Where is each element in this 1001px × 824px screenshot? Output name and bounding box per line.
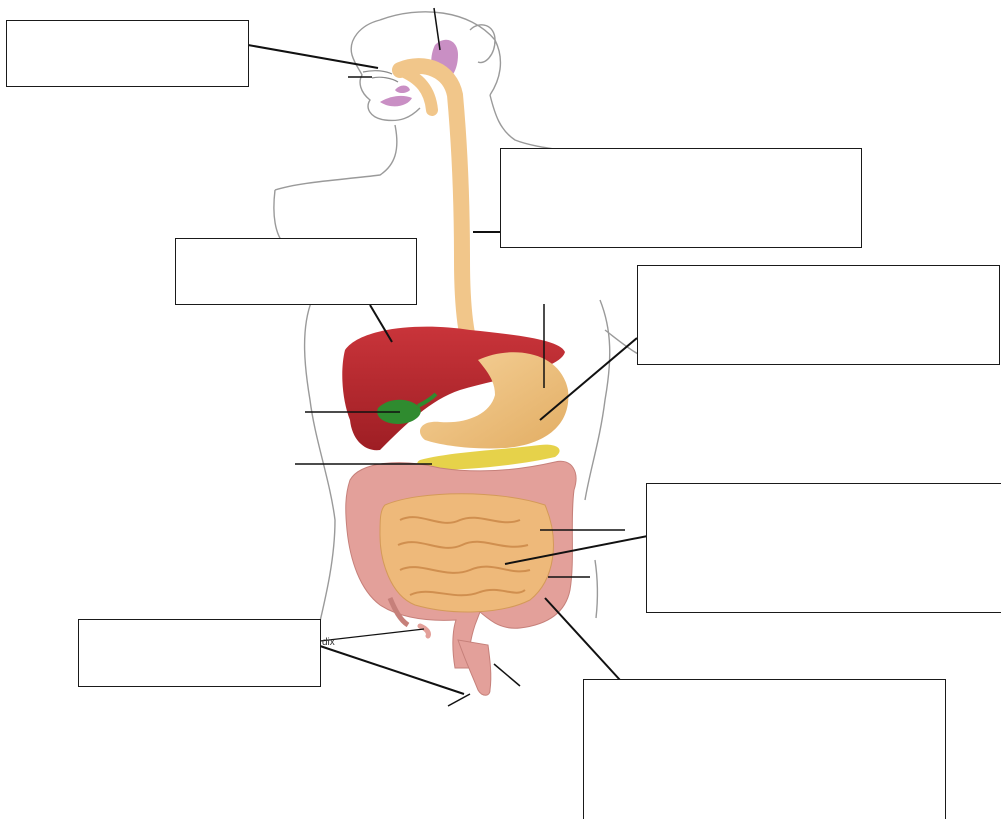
answer-box-large-intestine[interactable] <box>583 679 946 819</box>
answer-box-mouth[interactable] <box>6 20 249 87</box>
answer-box-stomach[interactable] <box>637 265 1000 365</box>
answer-box-liver[interactable] <box>175 238 417 305</box>
answer-box-esophagus[interactable] <box>500 148 862 248</box>
small-intestine <box>380 494 553 612</box>
appendix <box>420 626 428 636</box>
answer-box-small-intestine[interactable] <box>646 483 1001 613</box>
answer-box-rectum[interactable] <box>78 619 321 687</box>
appendix-fragment-label: dix <box>322 637 335 648</box>
